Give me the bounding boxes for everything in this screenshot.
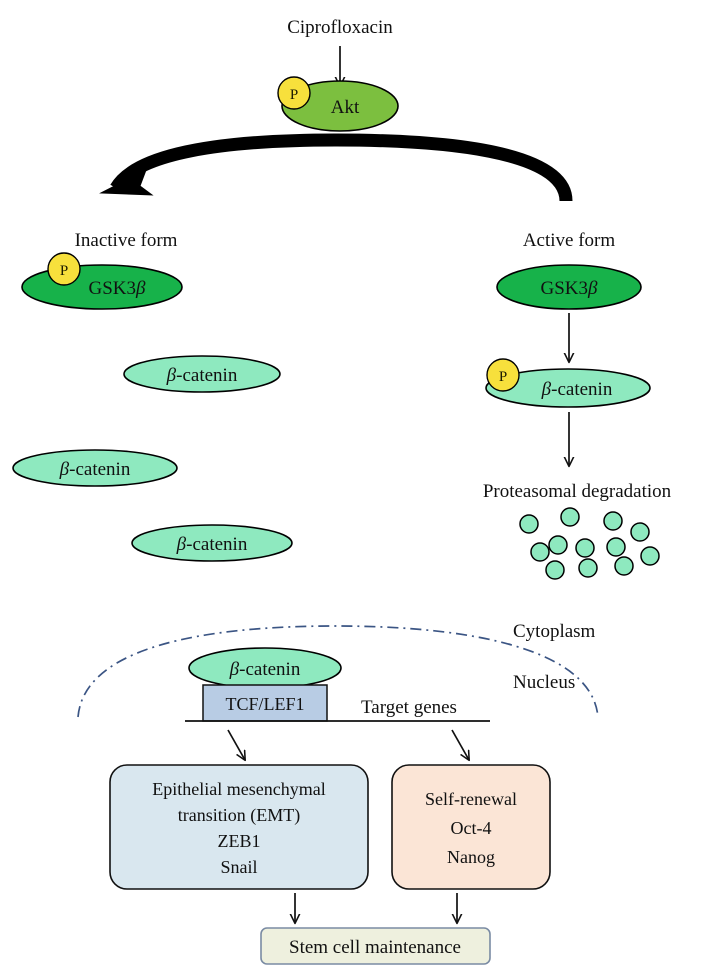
gsk3b-inactive-phospho-circle <box>47 252 81 286</box>
fragment-dot <box>530 542 550 562</box>
beta-catenin-phospho-circle <box>486 358 520 392</box>
dna-to-emt-arrow <box>227 729 245 760</box>
beta-catenin-free-2-label: β-catenin <box>59 459 131 480</box>
proteasomal-degradation-label: Proteasomal degradation <box>483 481 672 502</box>
akt-to-gsk3b-curved-arrow <box>110 133 573 202</box>
beta-catenin-phospho-label: P <box>499 369 507 385</box>
fragment-dot <box>614 556 634 576</box>
dna-to-self-renewal-arrow <box>451 729 469 760</box>
fragment-dot <box>575 538 595 558</box>
inactive-form-heading: Inactive form <box>75 230 178 251</box>
gsk3b-active-label: GSK3β <box>541 278 599 299</box>
beta-catenin-free-3-label: β-catenin <box>176 534 248 555</box>
curved-arrow-head <box>99 168 154 196</box>
tcf-lef1-box[interactable] <box>202 684 328 722</box>
akt-phospho-circle <box>277 76 311 110</box>
cytoplasm-label: Cytoplasm <box>513 621 596 642</box>
fragment-dot <box>603 511 623 531</box>
emt-line-2: transition (EMT) <box>178 805 300 826</box>
fragment-dot <box>578 558 598 578</box>
beta-catenin-free-1-label: β-catenin <box>166 365 238 386</box>
fragment-dot <box>545 560 565 580</box>
beta-catenin-free-2[interactable] <box>12 449 178 487</box>
self-renewal-outcome-box[interactable] <box>391 764 551 890</box>
fragment-dot <box>560 507 580 527</box>
target-genes-label: Target genes <box>361 697 457 718</box>
beta-catenin-phosphorylated-label: β-catenin <box>541 379 613 400</box>
gsk3b-active-node[interactable] <box>496 264 642 310</box>
beta-catenin-nuclear-label: β-catenin <box>229 659 301 680</box>
akt-node-label: Akt <box>331 97 360 118</box>
gsk3b-inactive-label-text: GSK3 <box>89 278 137 299</box>
fragment-dot <box>519 514 539 534</box>
degradation-fragments <box>519 507 660 580</box>
gsk3b-inactive-label-greek: β <box>135 278 146 299</box>
beta-catenin-free-3[interactable] <box>131 524 293 562</box>
gsk3b-active-label-greek: β <box>587 278 598 299</box>
gsk3b-active-label-text: GSK3 <box>541 278 589 299</box>
beta-catenin-free-1[interactable] <box>123 355 281 393</box>
fragment-dot <box>630 522 650 542</box>
gsk3b-inactive-label: GSK3β <box>89 278 147 299</box>
emt-line-1: Epithelial mesenchymal <box>152 779 325 799</box>
self-renewal-line-2: Oct-4 <box>451 818 492 838</box>
active-form-heading: Active form <box>523 230 616 251</box>
tcf-lef1-label: TCF/LEF1 <box>225 694 304 714</box>
gsk3b-inactive-phospho-label: P <box>60 263 68 279</box>
fragment-dot <box>606 537 626 557</box>
fragment-dot <box>548 535 568 555</box>
nucleus-label: Nucleus <box>513 672 575 693</box>
akt-node[interactable] <box>281 80 399 132</box>
akt-phospho-label: P <box>290 87 298 103</box>
stem-cell-maintenance-label: Stem cell maintenance <box>289 937 461 958</box>
emt-outcome-box[interactable] <box>109 764 369 890</box>
stimulus-label: Ciprofloxacin <box>287 17 393 38</box>
self-renewal-line-3: Nanog <box>447 847 495 867</box>
stem-cell-maintenance-box[interactable] <box>260 927 491 965</box>
self-renewal-line-1: Self-renewal <box>425 789 517 809</box>
beta-catenin-phosphorylated[interactable] <box>485 368 651 408</box>
emt-line-4: Snail <box>220 857 257 877</box>
emt-line-3: ZEB1 <box>218 831 261 851</box>
fragment-dot <box>640 546 660 566</box>
nuclear-membrane <box>77 625 599 718</box>
